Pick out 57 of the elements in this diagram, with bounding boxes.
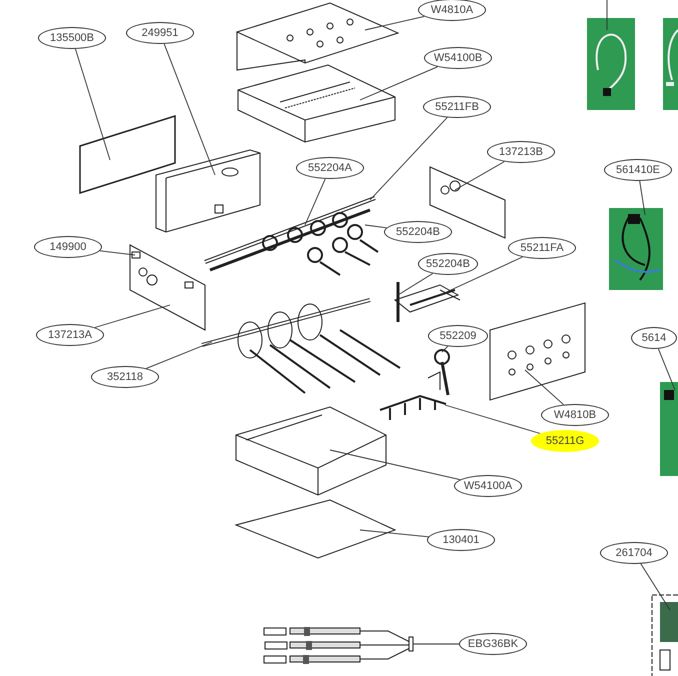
callout-label: 149900 (34, 236, 102, 258)
leader-line (639, 180, 646, 216)
leader-line (360, 66, 438, 100)
callout-label: 137213A (36, 324, 104, 346)
cable-drawing (262, 624, 414, 666)
callout-label: 135500B (38, 27, 106, 49)
callout-label: 561410E (604, 159, 672, 181)
leader-line (442, 346, 448, 352)
callout-label: 5614 (631, 327, 677, 349)
leader-line (360, 530, 429, 538)
leader-line (304, 178, 326, 226)
photo (587, 18, 635, 110)
leader-line (524, 370, 564, 406)
callout-label: W54100B (424, 47, 492, 69)
callout-label: 55211FB (423, 96, 491, 118)
tray-drawing (236, 64, 398, 144)
photo (609, 208, 663, 290)
bottom-plate-drawing (234, 498, 397, 560)
callout-label: 352118 (91, 366, 159, 388)
callout-label: 552204A (296, 157, 364, 179)
leader-line (444, 404, 541, 434)
box-drawing (154, 148, 262, 234)
callout-label: 55211G (531, 430, 599, 452)
leader-line (454, 161, 505, 190)
callout-label: EBG36BK (459, 633, 527, 655)
front-panel-drawing (488, 303, 588, 402)
photo (660, 382, 678, 476)
leader-line (164, 43, 216, 176)
leader-line (370, 117, 448, 200)
callout-label: 137213B (487, 141, 555, 163)
leader-line (330, 450, 461, 480)
callout-label: 552204B (384, 221, 452, 243)
side-panel-drawing (128, 243, 208, 333)
callout-label: W54100A (454, 475, 522, 497)
leader-line (606, 0, 608, 30)
callout-label: 552209 (428, 325, 488, 347)
callout-label: 130401 (427, 529, 495, 551)
callout-label: 55211FA (508, 237, 576, 259)
callout-label: 249951 (126, 22, 194, 44)
leader-line (99, 250, 136, 256)
leader-line (364, 224, 387, 228)
leader-line (658, 348, 676, 390)
cover-plate-drawing (234, 0, 402, 72)
leader-line (74, 48, 110, 160)
leader-line (398, 273, 434, 296)
callout-label: W4810B (541, 404, 609, 426)
leader-line (364, 16, 425, 30)
leader-line (94, 304, 170, 328)
callout-label: W4810A (418, 0, 486, 21)
leader-line (640, 563, 670, 610)
control-unit-drawing (650, 592, 678, 676)
leader-line (146, 342, 212, 369)
leader-line (440, 256, 523, 296)
photo (663, 18, 678, 110)
base-tray-drawing (234, 405, 389, 498)
callout-label: 552204B (418, 253, 478, 275)
callout-label: 261704 (600, 542, 668, 564)
